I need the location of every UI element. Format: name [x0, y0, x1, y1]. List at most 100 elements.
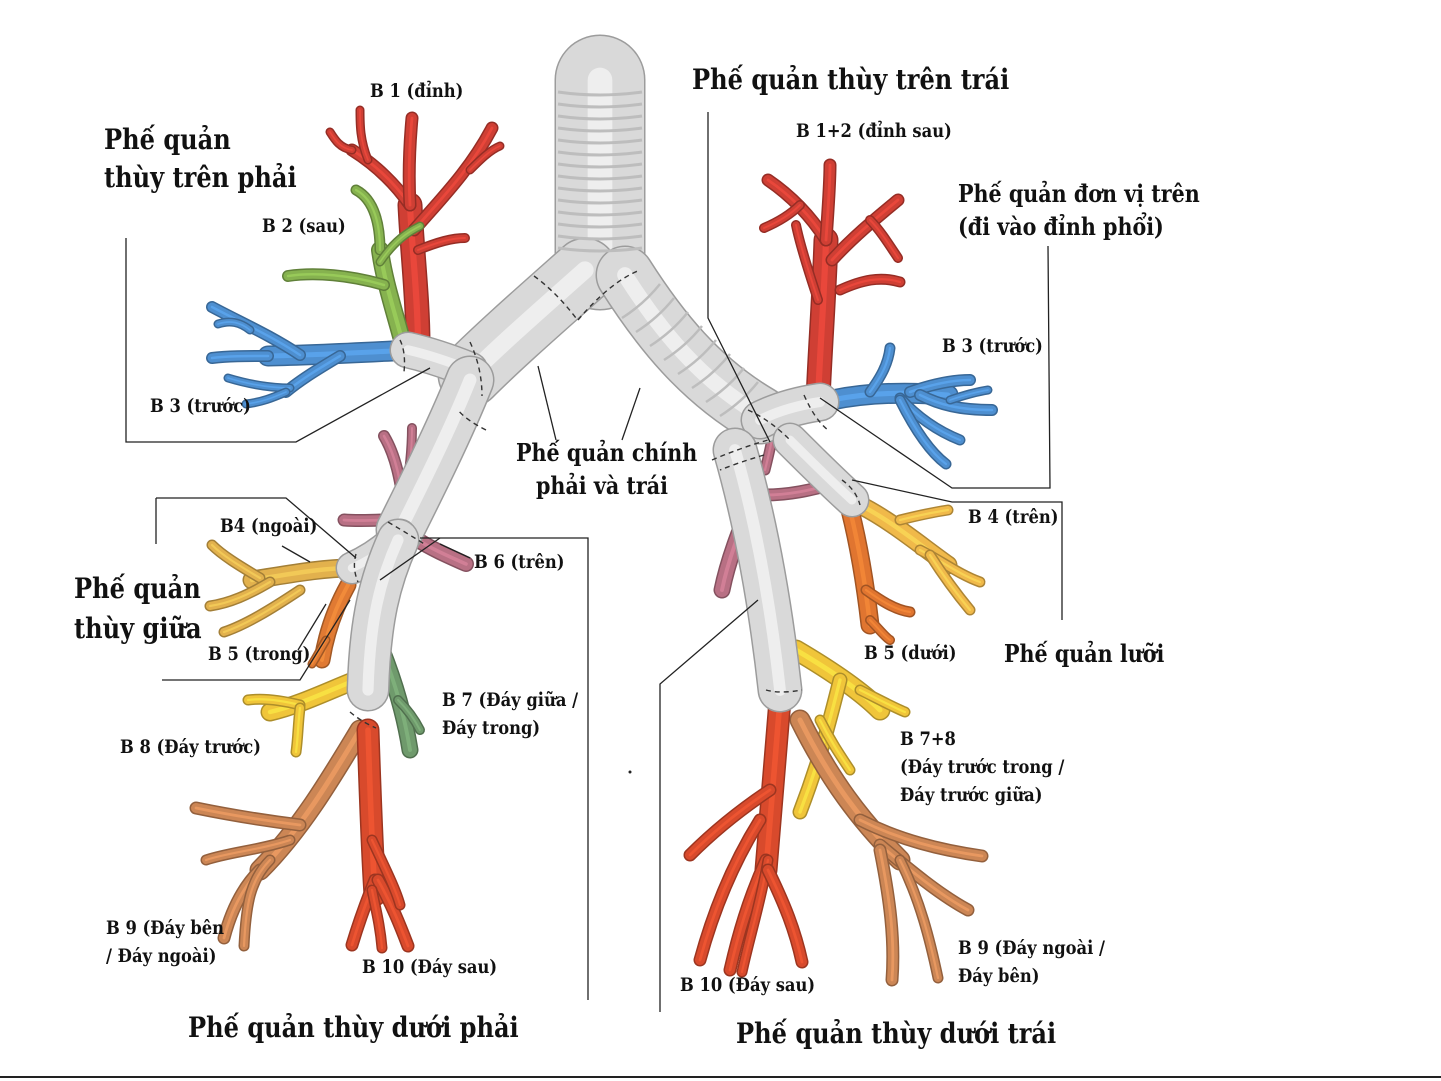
segment-boundary [803, 394, 829, 431]
label-b7-line1: B 7 (Đáy giữa / [442, 689, 579, 711]
right-b1-branch-a3-highlight [329, 131, 353, 151]
label-b3-right-anterior: B 3 (trước) [150, 395, 251, 417]
trachea-ring [557, 150, 643, 157]
right-b10-branch-d-highlight [370, 838, 402, 907]
bronchus-intermedius-highlight [393, 373, 477, 537]
left-b3-branch-a-highlight [868, 346, 892, 394]
left-b3-branch-f-highlight [949, 389, 989, 401]
segment-boundary [711, 439, 769, 461]
label-b7-8-left-line3: Đáy trước giữa) [900, 784, 1043, 806]
bracket-right-upper-lobe [125, 238, 431, 443]
segment-boundary [349, 711, 377, 729]
left-lower-lobe-title: Phế quản thùy dưới trái [736, 1017, 1057, 1050]
left-upper-lobe-title: Phế quản thùy trên trái [692, 63, 1010, 96]
trachea-ring [557, 138, 643, 145]
lingula-title: Phế quản lưỡi [1004, 639, 1165, 668]
segment-boundary [765, 689, 803, 693]
label-b6-superior: B 6 (trên) [474, 551, 565, 573]
right-b9-branch-a-highlight [194, 806, 302, 827]
left-b3-branch-c-highlight [918, 393, 994, 412]
right-lower-lobe-bronchus-highlight [362, 534, 404, 696]
segment-boundary [841, 479, 861, 506]
right-b10-branch-c-highlight [370, 888, 384, 950]
label-b7-8-left-line2: (Đáy trước trong / [900, 756, 1065, 778]
trachea-ring [557, 222, 643, 229]
left-b3-stem-highlight [829, 390, 951, 403]
label-b9-right-line2: / Đáy ngoài) [106, 945, 217, 967]
bracket-left-upper-lobe [707, 112, 771, 443]
label-b3-left-anterior: B 3 (trước) [942, 335, 1043, 357]
left-b1-2-branch-e-highlight [795, 224, 819, 301]
left-b4-branch-a-highlight [898, 508, 950, 522]
label-b1-2-left: B 1+2 (đỉnh sau) [796, 120, 952, 142]
label-b10-left: B 10 (Đáy sau) [680, 974, 816, 996]
middle-lobe-title-line1: Phế quản [74, 572, 201, 605]
right-b3-branch-a-highlight [210, 305, 302, 357]
main-bronchi-title-line2: phải và trái [536, 471, 669, 500]
right-b9-branch-c-highlight [242, 858, 272, 948]
left-bronchus-ring [705, 367, 745, 404]
label-b7-line2: Đáy trong) [442, 717, 541, 739]
trachea-ring [557, 162, 643, 169]
right-b4-branch-a-highlight [210, 543, 262, 580]
label-b4-lateral: B4 (ngoài) [220, 515, 318, 537]
leader-b4-lateral [281, 545, 311, 563]
left-b9-branch-c-highlight [878, 848, 895, 982]
left-b1-2-branch-b-highlight [824, 163, 832, 242]
leader-main-bronchi-right [537, 365, 557, 441]
label-b5-medial: B 5 (trong) [208, 643, 311, 665]
left-b10-branch-d-highlight [766, 868, 804, 964]
trachea-ring [557, 126, 643, 133]
right-b5-branch-a-highlight [311, 639, 327, 665]
label-b9-left-line1: B 9 (Đáy ngoài / [958, 937, 1106, 959]
right-b3-branch-c2 [225, 375, 293, 391]
left-bronchus-ring [663, 325, 703, 362]
label-b8-right: B 8 (Đáy trước) [120, 736, 261, 758]
left-bronchus-ring [649, 311, 689, 348]
lingula-bronchus-highlight [785, 435, 857, 505]
upper-division-title-line2: (đi vào đỉnh phổi) [958, 212, 1164, 241]
right-b4-branch-b-highlight [208, 580, 272, 608]
stray-dot [628, 770, 632, 774]
segment-boundary [387, 521, 427, 546]
right-b1-branch-a2-highlight [359, 109, 369, 161]
label-b5-inferior-left: B 5 (dưới) [864, 642, 957, 664]
left-b9-branch-d-highlight [898, 858, 940, 980]
right-b8-branch-b-highlight [294, 706, 302, 754]
left-b5-stem-highlight [847, 507, 873, 628]
left-b7-8-branch-c-highlight [818, 718, 852, 772]
right-b1-apical-stem-highlight [406, 201, 422, 349]
left-b1-2-branch-c2-highlight [869, 219, 899, 259]
left-b10-branch-a-highlight [688, 788, 772, 857]
left-bronchus-ring [621, 283, 661, 320]
leader-main-bronchi-left [621, 387, 641, 441]
bracket-middle-lobe-top [156, 497, 357, 559]
segment-boundary [399, 339, 406, 373]
trachea-ring [557, 210, 643, 217]
segment-boundary [719, 454, 765, 471]
segment-boundary [577, 269, 641, 321]
right-lower-lobe-title: Phế quản thùy dưới phải [188, 1011, 519, 1044]
bronchial-branches [189, 105, 998, 987]
right-b1-branch-c2-highlight [469, 145, 501, 171]
left-b7-8-branch-b-highlight [798, 678, 842, 814]
right-b1-branch-b-highlight [407, 116, 414, 207]
right-b2-branch-b-highlight [286, 273, 386, 287]
segment-boundary [747, 409, 791, 441]
right-b3-branch-a2-highlight [217, 321, 251, 331]
right-upper-lobe-title-line2: thùy trên phải [104, 161, 297, 194]
left-bronchus-ring [635, 297, 675, 334]
leader-b5-medial [297, 603, 327, 651]
left-b3-branch-e-highlight [898, 398, 948, 466]
trachea-ring [557, 198, 643, 205]
segment-boundary [469, 341, 483, 397]
left-b9-branch-b-highlight [878, 843, 970, 912]
label-b9-left-line2: Đáy bên) [958, 965, 1040, 987]
segment-boundary [533, 275, 577, 319]
bracket-middle-lobe-bottom [162, 599, 351, 681]
label-b7-8-left-line1: B 7+8 [900, 728, 956, 750]
trachea-ring [557, 246, 643, 253]
segment-boundary [353, 553, 359, 583]
right-b1-branch-c-highlight [412, 126, 494, 232]
left-bronchus-ring [677, 339, 717, 376]
